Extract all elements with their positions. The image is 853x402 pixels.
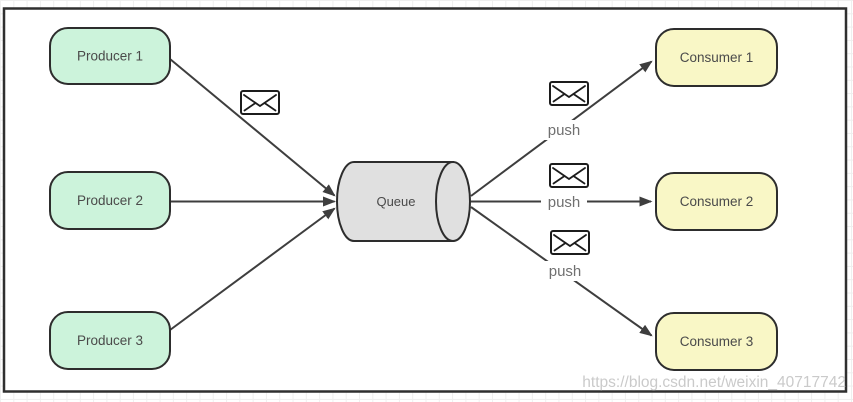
- message-envelope-icon: [549, 163, 589, 188]
- node-producer-1: Producer 1: [49, 27, 171, 85]
- producer-3-shape: [49, 311, 171, 370]
- consumer-3-label: Consumer 3: [680, 334, 754, 349]
- edge-producer1-queue: [169, 58, 336, 197]
- edge-label-push-1: push: [541, 120, 587, 140]
- edge-producer3-queue: [169, 207, 336, 331]
- producer-3-label: Producer 3: [77, 333, 143, 348]
- queue-cylinder-body: [336, 161, 454, 242]
- node-consumer-3: Consumer 3: [655, 312, 778, 371]
- consumer-1-shape: [655, 28, 778, 87]
- producer-2-shape: [49, 171, 171, 230]
- push-label: push: [549, 263, 582, 280]
- edge-label-bg: [541, 120, 587, 140]
- producer-1-label: Producer 1: [77, 49, 143, 64]
- consumer-3-shape: [655, 312, 778, 371]
- consumer-2-shape: [655, 172, 778, 231]
- producer-2-label: Producer 2: [77, 193, 143, 208]
- edge-label-bg: [542, 261, 588, 281]
- node-producer-3: Producer 3: [49, 311, 171, 370]
- node-queue: Queue: [336, 161, 471, 242]
- push-label: push: [548, 122, 581, 139]
- message-envelope-icon: [550, 230, 590, 255]
- consumer-2-label: Consumer 2: [680, 194, 754, 209]
- node-consumer-2: Consumer 2: [655, 172, 778, 231]
- producer-1-shape: [49, 27, 171, 85]
- queue-label: Queue: [376, 194, 415, 209]
- message-envelope-icon: [240, 90, 280, 115]
- edge-label-push-3: push: [542, 261, 588, 281]
- node-producer-2: Producer 2: [49, 171, 171, 230]
- watermark-text: https://blog.csdn.net/weixin_40717742: [582, 374, 846, 391]
- consumer-1-label: Consumer 1: [680, 50, 754, 65]
- edge-label-push-2: push: [541, 192, 587, 212]
- node-consumer-1: Consumer 1: [655, 28, 778, 87]
- edge-label-bg: [541, 192, 587, 212]
- message-envelope-icon: [549, 81, 589, 106]
- queue-cylinder-cap: [435, 161, 471, 242]
- push-label: push: [548, 194, 581, 211]
